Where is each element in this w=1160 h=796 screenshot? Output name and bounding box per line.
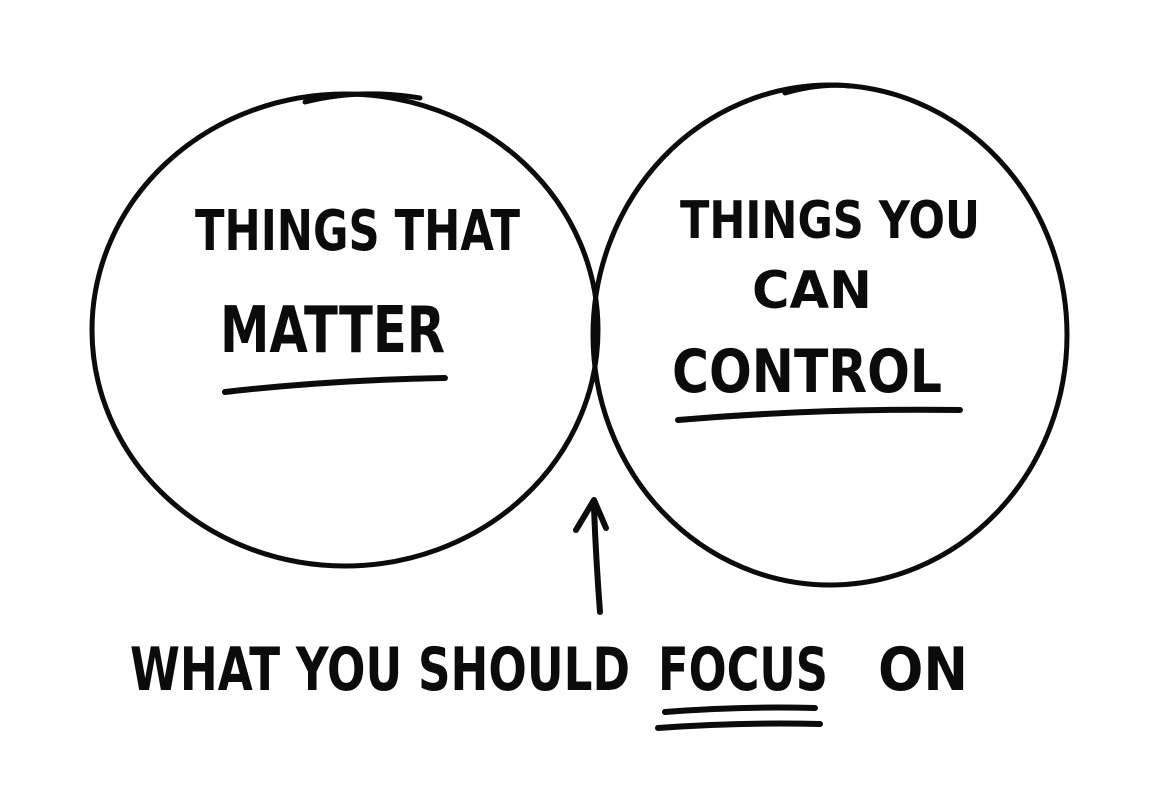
right-circle <box>590 82 1070 588</box>
caption-text-after: On <box>878 635 968 705</box>
left-circle-overstroke <box>302 91 423 105</box>
left-set-label-line1: Things That <box>195 199 520 264</box>
caption-text-before: What You Should <box>130 635 630 705</box>
left-set-underline <box>222 375 448 395</box>
right-set-underline <box>675 406 963 423</box>
caption-text-emphasis: Focus <box>658 635 828 705</box>
right-set-label-line3: Control <box>672 337 942 407</box>
emphasis-underline-2 <box>655 720 823 731</box>
arrow-up-icon <box>573 497 609 615</box>
emphasis-underline-1 <box>662 704 818 715</box>
right-set-label-line2: Can <box>752 261 872 321</box>
right-circle-overstroke <box>782 82 853 96</box>
left-set-label-line2: Matter <box>220 294 445 368</box>
right-set-label-line1: Things You <box>680 191 980 251</box>
